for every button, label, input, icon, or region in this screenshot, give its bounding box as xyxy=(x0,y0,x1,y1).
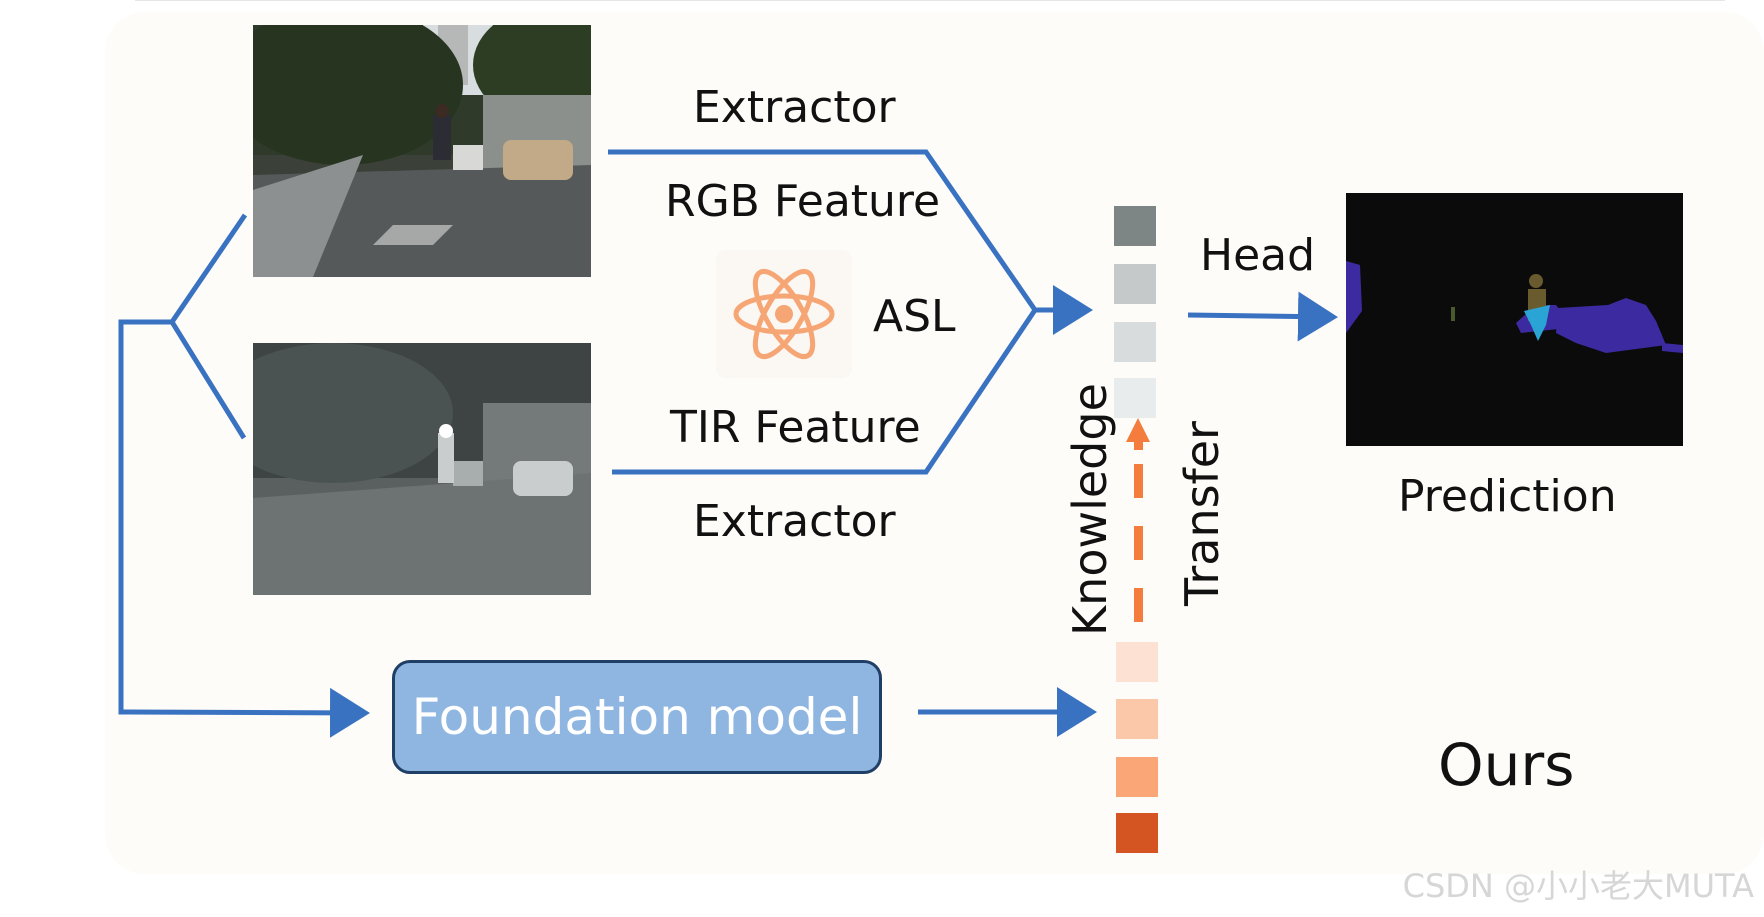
feature-cell xyxy=(1114,264,1156,304)
tir-feature-label: TIR Feature xyxy=(670,402,921,453)
asl-label: ASL xyxy=(873,291,956,342)
feature-cell xyxy=(1114,206,1156,246)
watermark: CSDN @小小老大MUTA xyxy=(1402,867,1754,905)
head-label: Head xyxy=(1200,230,1316,281)
feature-cell xyxy=(1116,699,1158,739)
feature-cell xyxy=(1116,813,1158,853)
feature-cell xyxy=(1116,757,1158,797)
rgb-image xyxy=(253,25,591,277)
knowledge-label: Knowledge xyxy=(1063,383,1117,636)
rgb-feature-label: RGB Feature xyxy=(665,176,941,227)
foundation-model-box: Foundation model xyxy=(392,660,882,774)
feature-cell xyxy=(1114,322,1156,362)
tir-image xyxy=(253,343,591,595)
ours-label: Ours xyxy=(1438,731,1575,799)
prediction-image xyxy=(1346,193,1683,446)
top-border-line xyxy=(135,0,1725,1)
extractor-bottom-label: Extractor xyxy=(693,496,896,547)
extractor-top-label: Extractor xyxy=(693,82,896,133)
feature-cell xyxy=(1114,378,1156,418)
transfer-label: Transfer xyxy=(1175,421,1229,606)
prediction-label: Prediction xyxy=(1398,471,1617,522)
feature-cell xyxy=(1116,642,1158,682)
atom-icon xyxy=(716,250,852,378)
